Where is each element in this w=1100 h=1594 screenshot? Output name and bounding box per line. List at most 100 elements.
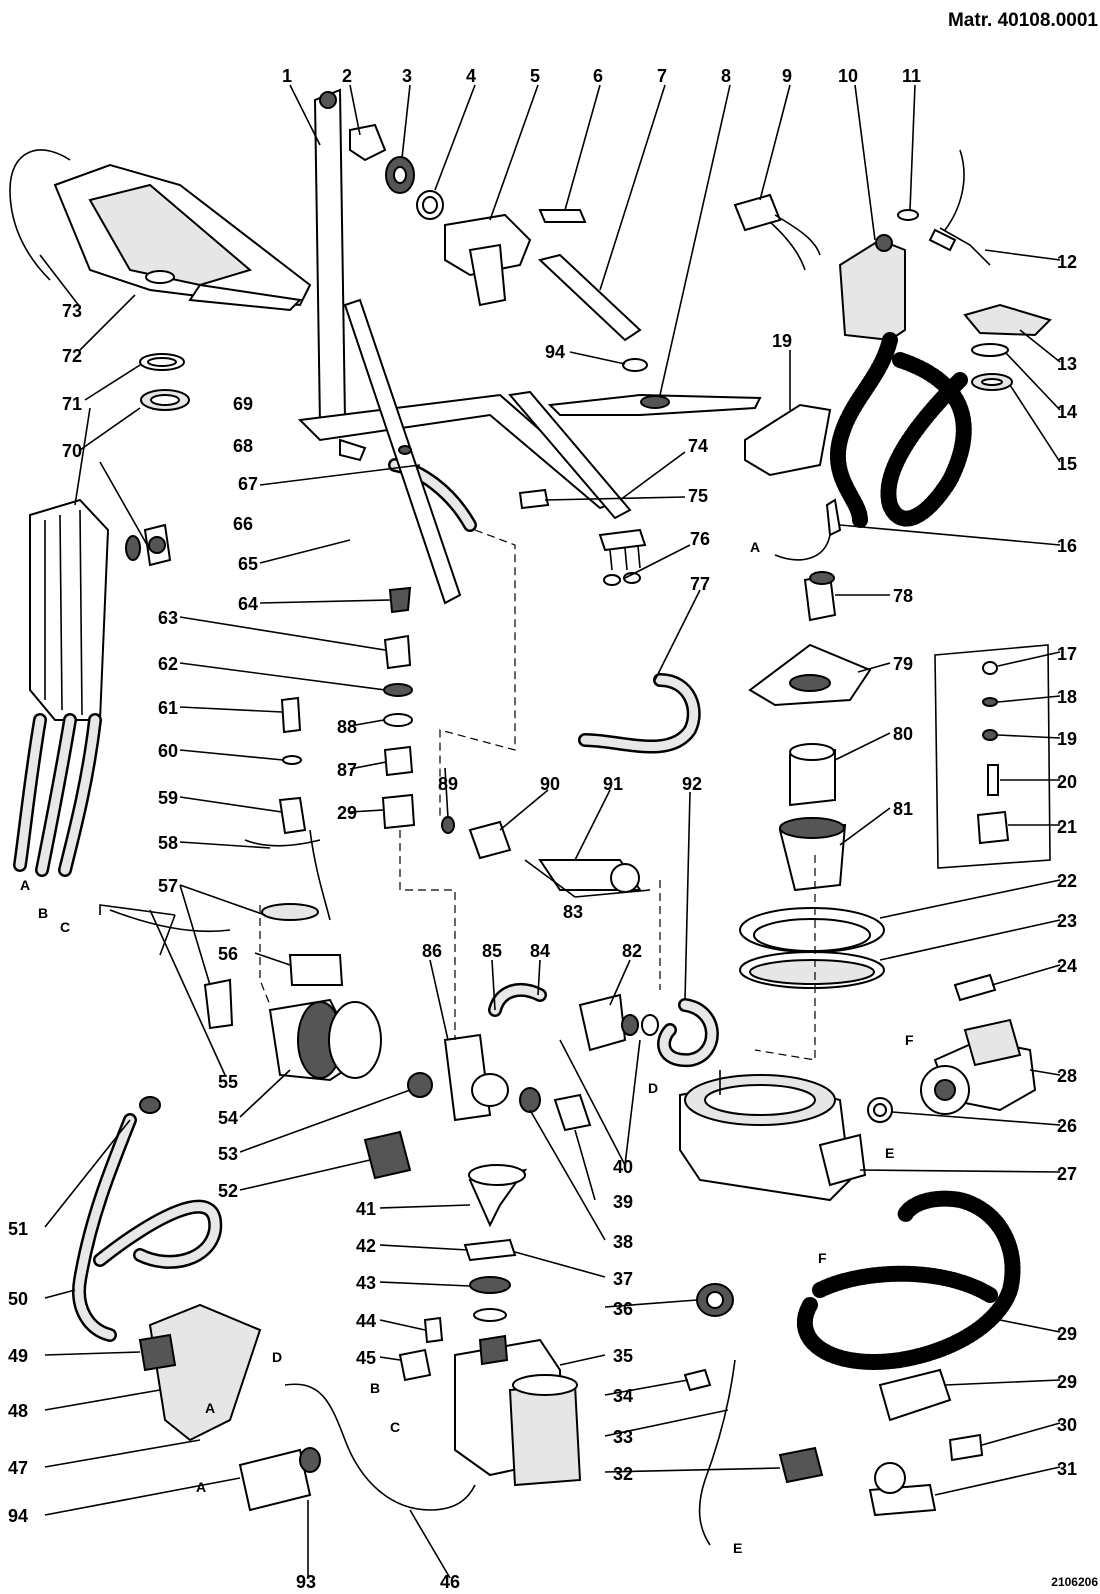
callout-19: 19: [1057, 729, 1077, 749]
ring-71: [139, 353, 185, 371]
ring-70: [140, 389, 190, 411]
ring-40: [621, 1014, 659, 1036]
inlet-valve-94: [238, 1447, 321, 1512]
callout-64: 64: [238, 594, 258, 614]
drawing-reference: Matr. 40108.0001: [948, 10, 1098, 31]
ring-38: [519, 1087, 541, 1113]
center-fittings: [381, 586, 416, 830]
callout-17: 17: [1057, 644, 1077, 664]
funnel-41: [468, 1164, 528, 1228]
connectors-76: [598, 528, 647, 586]
callout-55: 55: [218, 1072, 238, 1092]
callout-41: 41: [356, 1199, 376, 1219]
tube-46: [284, 1383, 476, 1511]
lower-spray-arm-65: [343, 298, 462, 605]
callout-66: 66: [233, 514, 253, 534]
filter-80: [789, 743, 836, 807]
callout-57: 57: [158, 876, 178, 896]
drawing-code: 2106206: [1051, 1575, 1098, 1589]
callout-87: 87: [337, 760, 357, 780]
connector-a-valve: A: [196, 1479, 206, 1495]
callout-16: 16: [1057, 536, 1077, 556]
clip-44: [423, 1316, 444, 1344]
float-switch-29: [878, 1368, 952, 1422]
valve-59: [278, 796, 307, 835]
tube-33: [698, 1359, 736, 1546]
hose-85-84: [488, 983, 547, 1017]
connector-a-right: A: [750, 539, 760, 555]
ring-4: [416, 190, 444, 220]
callout-75: 75: [688, 486, 708, 506]
callout-71: 71: [62, 394, 82, 414]
callout-43: 43: [356, 1273, 376, 1293]
drain-hose-29: [796, 1190, 1021, 1370]
callout-90: 90: [540, 774, 560, 794]
callout-9: 9: [782, 66, 792, 86]
clip-24: [953, 973, 997, 1002]
fitting-90: [468, 820, 512, 860]
callout-94-bottom: 94: [8, 1506, 28, 1526]
callout-69: 69: [233, 394, 253, 414]
callout-59: 59: [158, 788, 178, 808]
connector-b-softener: B: [370, 1380, 380, 1396]
clip-6: [538, 209, 587, 223]
callout-42: 42: [356, 1236, 376, 1256]
callout-92: 92: [682, 774, 702, 794]
callout-47: 47: [8, 1458, 28, 1478]
ring-15: [971, 373, 1013, 391]
ring-42: [469, 1276, 511, 1294]
callout-3: 3: [402, 66, 412, 86]
callout-6: 6: [593, 66, 603, 86]
callout-30: 30: [1057, 1415, 1077, 1435]
elbow-86: [443, 1033, 509, 1122]
detail-box: [934, 644, 1051, 869]
callout-48: 48: [8, 1401, 28, 1421]
support-5: [444, 213, 532, 307]
callout-53: 53: [218, 1144, 238, 1164]
nozzle-66: [125, 523, 172, 567]
callout-15: 15: [1057, 454, 1077, 474]
callout-31: 31: [1057, 1459, 1077, 1479]
callout-13: 13: [1057, 354, 1077, 374]
lower-arm-8: [547, 393, 762, 416]
capacitor-9: [733, 193, 821, 271]
callout-12: 12: [1057, 252, 1077, 272]
callout-74: 74: [688, 436, 708, 456]
callout-56: 56: [218, 944, 238, 964]
wash-pump-54: [203, 978, 382, 1082]
clip-75: [518, 488, 550, 510]
filter-78: [803, 571, 837, 622]
callout-8: 8: [721, 66, 731, 86]
callout-51: 51: [8, 1219, 28, 1239]
callout-24: 24: [1057, 956, 1077, 976]
upper-spray-tube: [297, 88, 622, 510]
callout-67: 67: [238, 474, 258, 494]
callout-50: 50: [8, 1289, 28, 1309]
connector-a-side: A: [20, 877, 30, 893]
callout-10: 10: [838, 66, 858, 86]
callout-45: 45: [356, 1348, 376, 1368]
sleeve-39: [553, 1093, 592, 1132]
callout-2: 2: [342, 66, 352, 86]
callout-32: 32: [613, 1464, 633, 1484]
cable-12: [928, 149, 991, 266]
callout-86: 86: [422, 941, 442, 961]
valve-32: [778, 1446, 824, 1484]
callout-76: 76: [690, 529, 710, 549]
cap-13: [963, 303, 1052, 337]
deflector-79: [748, 643, 872, 707]
hose-92: [657, 998, 719, 1068]
callout-62: 62: [158, 654, 178, 674]
callout-79: 79: [893, 654, 913, 674]
seal-94-top: [622, 358, 648, 372]
gasket-23: [739, 951, 885, 989]
callout-78: 78: [893, 586, 913, 606]
microswitch-30: [948, 1433, 984, 1462]
capacitor-56: [288, 954, 344, 986]
callout-21: 21: [1057, 817, 1077, 837]
callout-58: 58: [158, 833, 178, 853]
callout-60: 60: [158, 741, 178, 761]
spray-arm-7: [537, 253, 642, 342]
callout-34: 34: [613, 1386, 633, 1406]
nut-89: [441, 816, 455, 834]
